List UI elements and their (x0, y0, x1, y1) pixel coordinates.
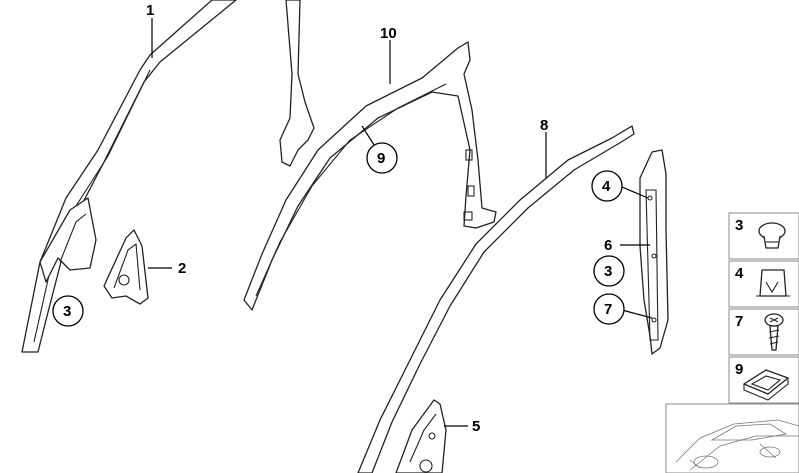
callout-labels: 1 2 10 8 6 5 3 9 4 3 7 (52, 2, 625, 435)
legend-label-9: 9 (735, 361, 743, 378)
callout-4: 4 (602, 178, 611, 195)
part-a-pillar-trim (21, 0, 315, 353)
callout-circle-4 (591, 170, 623, 202)
callout-circle-3a (52, 295, 84, 327)
callout-5: 5 (472, 418, 480, 435)
legend-box-7 (728, 308, 799, 356)
callout-3b: 3 (604, 263, 612, 280)
part-seal-strip (357, 125, 635, 473)
part-door-trim (395, 399, 447, 473)
callout-circle-9 (366, 142, 398, 174)
callout-8: 8 (540, 117, 548, 134)
callout-circle-3b (593, 255, 625, 287)
bracket-clip-icon (743, 369, 789, 401)
callout-3a: 3 (63, 303, 71, 320)
callout-10: 10 (380, 25, 397, 42)
part-window-frame-trim (243, 41, 497, 311)
screw-icon (764, 313, 784, 351)
clip-nut-icon (758, 222, 786, 249)
car-locator-thumbnail (665, 403, 799, 473)
callout-2: 2 (178, 260, 186, 277)
part-corner-cover (103, 229, 149, 305)
callout-1: 1 (146, 2, 154, 19)
legend-label-4: 4 (735, 265, 744, 282)
spring-clip-icon (756, 269, 790, 297)
callout-circle-7 (593, 293, 625, 325)
leader-lines (148, 18, 653, 427)
fastener-legend: 3 4 7 9 (728, 212, 799, 404)
part-b-pillar-trim (639, 149, 669, 355)
callout-6: 6 (604, 237, 612, 254)
legend-label-3: 3 (735, 217, 743, 234)
legend-label-7: 7 (735, 313, 743, 330)
callout-7: 7 (604, 301, 612, 318)
callout-9: 9 (377, 150, 385, 167)
